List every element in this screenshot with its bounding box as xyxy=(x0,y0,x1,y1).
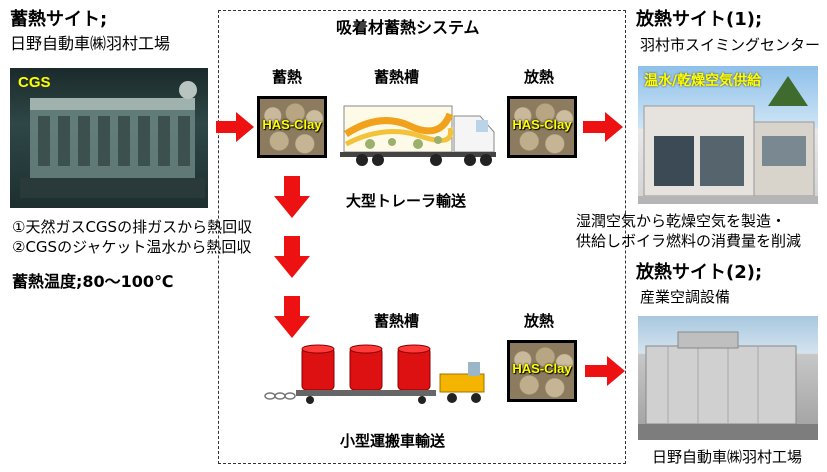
trailer-truck-illustration xyxy=(340,105,496,166)
engine-illustration xyxy=(20,81,205,198)
has-clay-store-top: HAS-Clay xyxy=(257,96,327,158)
arrow-right-to-site1 xyxy=(583,112,623,142)
store-label-top: 蓄熱 xyxy=(272,68,303,86)
small-carrier-illustration xyxy=(264,344,485,404)
release-label-bottom: 放熱 xyxy=(524,312,555,330)
release-site-2-name: 産業空調設備 xyxy=(640,288,731,306)
arrow-down-2 xyxy=(274,236,310,278)
cgs-engine-photo: CGS xyxy=(10,68,208,208)
building-illustration xyxy=(638,76,818,204)
system-title: 吸着材蓄熱システム xyxy=(336,18,480,37)
release-site-2-caption: 日野自動車㈱羽村工場 xyxy=(652,448,803,466)
release-site-2-title: 放熱サイト(2); xyxy=(636,262,763,283)
hvac-illustration xyxy=(638,331,818,440)
heat-recovery-note-2: ②CGSのジャケット温水から熱回収 xyxy=(12,238,252,256)
arrow-right-to-site2 xyxy=(585,356,625,386)
storage-site-title: 蓄熱サイト; xyxy=(10,9,108,30)
release-label-top: 放熱 xyxy=(524,68,555,86)
heat-recovery-note-1: ①天然ガスCGSの排ガスから熱回収 xyxy=(12,218,253,236)
release-site-1-title: 放熱サイト(1); xyxy=(636,9,763,30)
has-clay-release-bottom: HAS-Clay xyxy=(507,340,577,402)
storage-temperature: 蓄熱温度;80〜100℃ xyxy=(12,272,174,291)
arrow-down-3 xyxy=(274,296,310,338)
storage-site-name: 日野自動車㈱羽村工場 xyxy=(10,34,171,53)
small-carrier-transport: 小型運搬車輸送 xyxy=(340,432,446,450)
arrow-down-1 xyxy=(274,176,310,218)
tank-label-top: 蓄熱槽 xyxy=(374,68,420,86)
cgs-label: CGS xyxy=(18,74,51,91)
release-site-1-name: 羽村市スイミングセンター xyxy=(640,36,821,54)
swimming-center-photo: 温水/乾燥空気供給 xyxy=(638,66,818,204)
hvac-equipment-photo xyxy=(638,316,818,440)
large-trailer-transport: 大型トレーラ輸送 xyxy=(346,192,467,210)
has-clay-release-top: HAS-Clay xyxy=(507,96,577,158)
adsorption-system-box xyxy=(218,10,626,464)
arrow-right-cgs-to-store xyxy=(216,112,254,142)
release-site-1-desc-2: 供給しボイラ燃料の消費量を削減 xyxy=(576,232,802,250)
tank-label-bottom: 蓄熱槽 xyxy=(374,312,420,330)
hot-water-dry-air-label: 温水/乾燥空気供給 xyxy=(644,73,762,89)
release-site-1-desc-1: 湿潤空気から乾燥空気を製造・ xyxy=(576,212,787,230)
